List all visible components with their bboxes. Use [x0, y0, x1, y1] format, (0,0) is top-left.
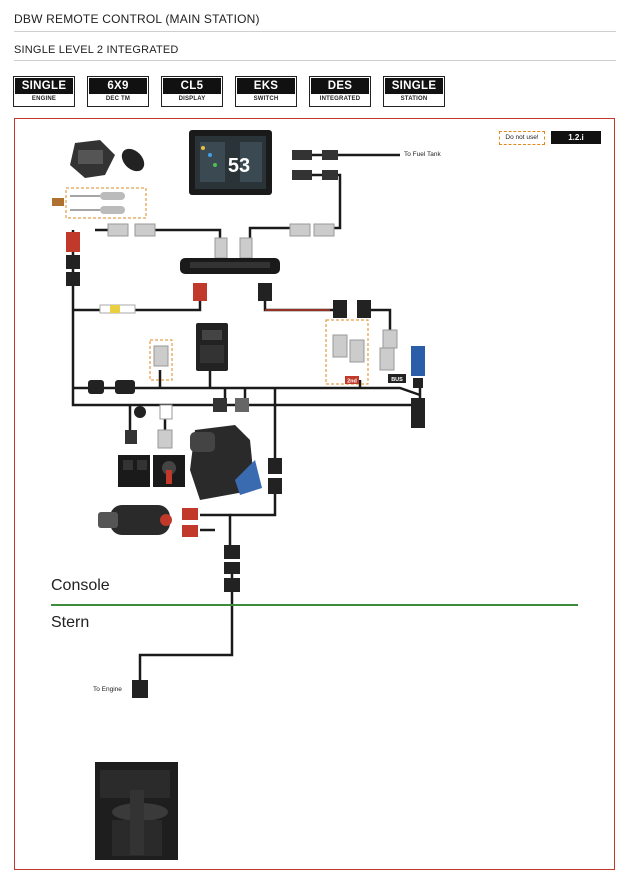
- tag-2nd: [345, 376, 359, 384]
- junction-connector-row: [107, 223, 335, 259]
- ignition-switch-panel: [118, 455, 150, 487]
- steering-connectors: [182, 508, 198, 537]
- optional-connectors-box: [65, 187, 147, 219]
- do-not-use-tag: Do not use!: [499, 131, 545, 145]
- badge-caption: DISPLAY: [178, 96, 206, 102]
- tag-2nd-label: 2nd: [347, 379, 357, 385]
- terminator-plug: [153, 345, 169, 367]
- hub-plug-black: [258, 283, 272, 301]
- key-fob-icon: [121, 148, 145, 172]
- sensor-plug: [125, 406, 146, 444]
- fuel-connector-upper: [292, 150, 338, 160]
- badge-caption: DEC TM: [105, 96, 131, 102]
- badge-integrated: DES INTEGRATED: [309, 76, 371, 107]
- engine-plug: [132, 680, 148, 698]
- optional-connector-1: [70, 192, 125, 214]
- engine-cable: [138, 570, 234, 685]
- wiring-diagram-frame: [14, 118, 615, 870]
- outboard-engine-image: [95, 762, 178, 860]
- console-label: Console: [51, 577, 110, 594]
- display-readout: 53: [228, 155, 250, 177]
- network-hub: [180, 258, 280, 274]
- badge-caption: ENGINE: [31, 96, 57, 102]
- main-harness-connector: [224, 545, 240, 592]
- engine-ecu-unit: [70, 140, 115, 178]
- steering-cable: [200, 513, 232, 545]
- binnacle-connectors: [268, 458, 282, 494]
- tag-bus-label: BUS: [391, 377, 403, 383]
- to-fuel-tank-label: To Fuel Tank: [404, 151, 441, 158]
- hub-left-cable: [155, 228, 222, 245]
- key-switch-panel: [153, 455, 185, 487]
- binnacle-junction-cable: [230, 490, 277, 517]
- badge-dec-tm: 6X9 DEC TM: [87, 76, 149, 107]
- page-subtitle: SINGLE LEVEL 2 INTEGRATED: [14, 44, 179, 56]
- title-rule: [14, 31, 616, 32]
- second-station-connectors: [332, 334, 365, 363]
- right-terminator-plug: [411, 398, 425, 428]
- badge-station: SINGLE STATION: [383, 76, 445, 107]
- fuel-connector-lower: [292, 170, 338, 180]
- harness-connectors: [88, 380, 249, 412]
- badge-engine: SINGLE ENGINE: [13, 76, 75, 107]
- configuration-badges: SINGLE ENGINE 6X9 DEC TM CL5 DISPLAY EKS…: [13, 76, 445, 107]
- badge-caption: SWITCH: [253, 96, 279, 102]
- hub-trunk-cable: [73, 295, 202, 312]
- badge-switch: EKS SWITCH: [235, 76, 297, 107]
- hub-des-cable: [263, 300, 340, 312]
- steering-actuator: [98, 505, 172, 535]
- badge-value: SINGLE: [15, 78, 73, 94]
- bus-connector: [379, 347, 406, 383]
- multifunction-display: [189, 130, 272, 195]
- stern-label: Stern: [51, 614, 90, 631]
- hub-plug-red: [193, 283, 207, 301]
- switch-plug: [157, 404, 173, 449]
- badge-value: SINGLE: [385, 78, 443, 94]
- trunk-connector-stack: [66, 232, 80, 286]
- binnacle-control-lever: [190, 425, 262, 500]
- fuse-connector-icon: [52, 198, 64, 206]
- des-connector-pair: [333, 300, 398, 349]
- bus-cable: [73, 386, 421, 397]
- badge-value: DES: [311, 78, 369, 94]
- main-harness-cable: [71, 230, 420, 407]
- fuel-branch-cable: [310, 173, 342, 230]
- control-module: [196, 323, 228, 371]
- terminator-box: [149, 339, 173, 381]
- blue-terminator-plug: [411, 346, 425, 388]
- subtitle-rule: [14, 60, 616, 61]
- badge-value: EKS: [237, 78, 295, 94]
- badge-caption: INTEGRATED: [319, 96, 361, 102]
- inline-fuse: [99, 304, 136, 314]
- to-engine-label: To Engine: [93, 686, 122, 693]
- badge-value: 6X9: [89, 78, 147, 94]
- badge-caption: STATION: [400, 96, 428, 102]
- page-title: DBW REMOTE CONTROL (MAIN STATION): [14, 12, 260, 26]
- badge-display: CL5 DISPLAY: [161, 76, 223, 107]
- badge-value: CL5: [163, 78, 221, 94]
- version-tag: 1.2.i: [551, 131, 601, 144]
